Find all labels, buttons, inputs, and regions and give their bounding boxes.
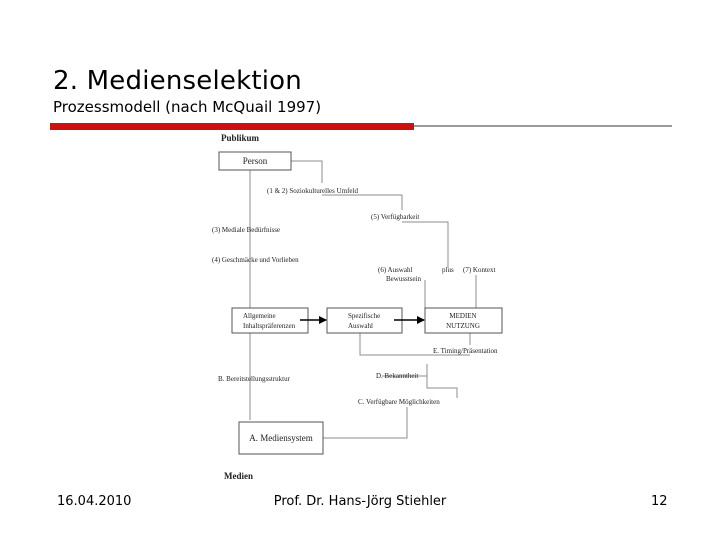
- person-label: Person: [243, 156, 268, 166]
- publikum-label: Publikum: [221, 133, 260, 143]
- verfuegbarkeit-label: (5) Verfügbarkeit: [371, 213, 419, 221]
- moeglichkeiten-label: C. Verfügbare Möglichkeiten: [358, 398, 440, 406]
- slide-subtitle: Prozessmodell (nach McQuail 1997): [53, 98, 322, 116]
- auswahl-label-line2: Bewusstsein: [386, 275, 422, 283]
- mediennutzung-label-line1: MEDIEN: [449, 312, 476, 320]
- person-box: [218, 151, 292, 171]
- mediennutzung-box: [424, 307, 503, 334]
- medien-label: Medien: [224, 471, 253, 481]
- footer-date: 16.04.2010: [57, 494, 132, 509]
- allgemeine-box: [231, 307, 309, 334]
- mediennutzung-label-line2: NUTZUNG: [446, 322, 480, 330]
- timing-label: E. Timing/Präsentation: [433, 347, 498, 355]
- spezifische-label-line2: Auswahl: [348, 322, 373, 330]
- spezifische-box: [326, 307, 403, 334]
- slide-title: 2. Medienselektion: [53, 66, 302, 96]
- mediensystem-box: [238, 421, 324, 455]
- sozio-label: (1 & 2) Soziokulturelles Umfeld: [267, 187, 358, 195]
- plus-label: plus: [442, 266, 454, 274]
- title-underline-red: [50, 123, 414, 130]
- connector-lines: [249, 160, 477, 439]
- kontext-label: (7) Kontext: [463, 266, 496, 274]
- mediensystem-label: A. Mediensystem: [249, 433, 313, 443]
- geschmaecke-label: (4) Geschmäcke und Vorlieben: [212, 256, 299, 264]
- allgemeine-label-line1: Allgemeine: [243, 312, 276, 320]
- footer-page-number: 12: [651, 494, 668, 509]
- footer-author: Prof. Dr. Hans-Jörg Stiehler: [273, 494, 447, 509]
- bereitstellung-label: B. Bereitstellungsstruktur: [218, 375, 291, 383]
- title-underline-gray: [414, 125, 672, 127]
- bekanntheit-label: D. Bekanntheit: [376, 372, 418, 380]
- beduerfnisse-label: (3) Mediale Bedürfnisse: [212, 226, 280, 234]
- auswahl-label-line1: (6) Auswahl: [378, 266, 412, 274]
- spezifische-label-line1: Spezifische: [348, 312, 380, 320]
- allgemeine-label-line2: Inhaltspräferenzen: [243, 322, 296, 330]
